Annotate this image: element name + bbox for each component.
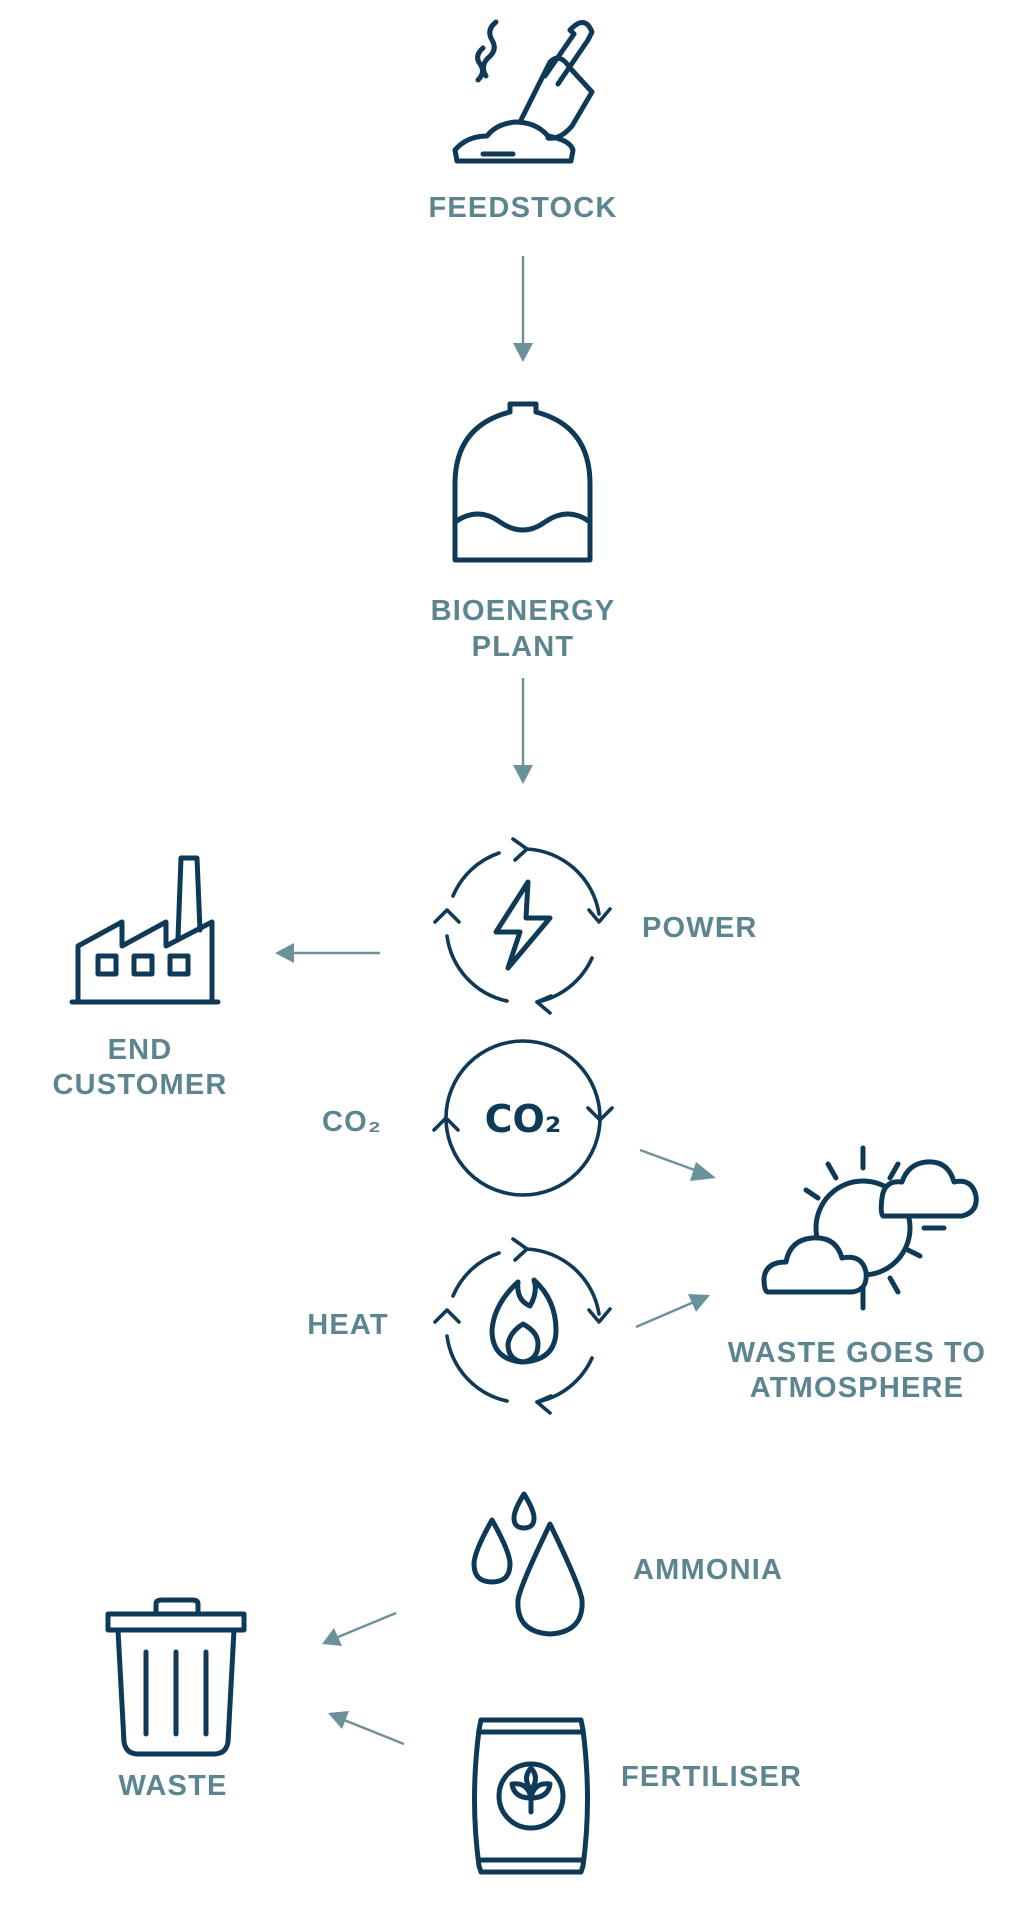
power-label: POWER (642, 912, 758, 944)
end-customer-label-line-1: END (108, 1034, 173, 1066)
arrow-plant-to-power (513, 678, 533, 784)
fertiliser-bag-icon (472, 1717, 590, 1875)
heat-label: HEAT (307, 1309, 389, 1341)
waste-label: WASTE (118, 1770, 227, 1802)
arrow-heat-to-atmosphere (635, 1294, 710, 1329)
atmosphere-label-line-2: ATMOSPHERE (750, 1372, 964, 1404)
sun-clouds-icon (761, 1145, 979, 1311)
ammonia-label: AMMONIA (633, 1554, 783, 1586)
co2-icon-text: CO₂ (485, 1097, 562, 1141)
feedstock-label: FEEDSTOCK (428, 192, 617, 224)
fertiliser-label: FERTILISER (621, 1761, 802, 1793)
co2-cycle-icon: CO₂ (432, 1039, 614, 1197)
digester-tank-icon (452, 401, 593, 563)
bioenergy-plant-label-line-2: PLANT (472, 631, 575, 663)
factory-icon (69, 855, 221, 1005)
co2-label: CO₂ (322, 1106, 382, 1138)
bioenergy-plant-label-line-1: BIOENERGY (431, 595, 616, 627)
lightning-cycle-icon (433, 837, 612, 1015)
arrow-ammonia-to-waste (322, 1611, 397, 1646)
shovel-soil-icon (452, 19, 595, 164)
flame-cycle-icon (433, 1237, 612, 1415)
droplets-icon (471, 1491, 585, 1637)
arrow-fertiliser-to-waste (328, 1711, 405, 1746)
atmosphere-label-line-1: WASTE GOES TO (728, 1337, 986, 1369)
arrow-feedstock-to-plant (513, 256, 533, 362)
arrow-power-to-end-customer (275, 943, 380, 963)
end-customer-label-line-2: CUSTOMER (52, 1069, 227, 1101)
trash-bin-icon (105, 1597, 247, 1757)
arrow-co2-to-atmosphere (639, 1148, 716, 1181)
